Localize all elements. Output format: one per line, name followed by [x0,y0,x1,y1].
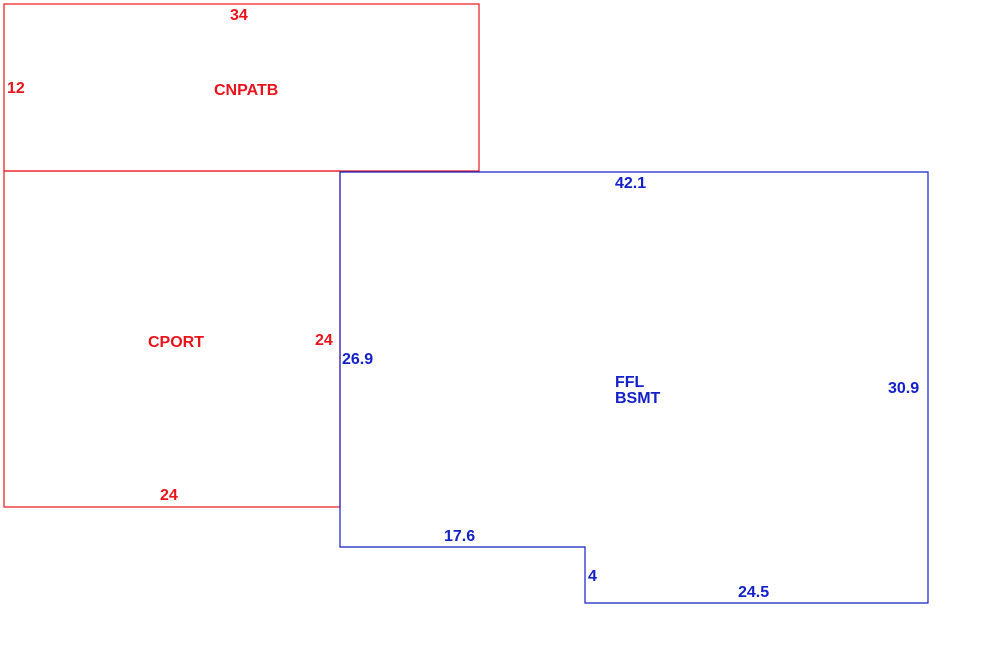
main-area-label-line1: FFL [615,374,645,391]
main-step-dimension: 4 [588,568,597,585]
main-left-dimension: 26.9 [342,351,373,368]
cport-right-dimension: 24 [315,332,333,349]
cnpatb-area-label: CNPATB [214,82,278,99]
main-bottom-left-dimension: 17.6 [444,528,475,545]
cport-area-label: CPORT [148,334,204,351]
cnpatb-top-dimension: 34 [230,7,248,24]
main-area-label-line2: BSMT [615,390,661,407]
main-area-outline [339,171,929,604]
main-right-dimension: 30.9 [888,380,919,397]
cnpatb-left-dimension: 12 [7,80,25,97]
main-top-dimension: 42.1 [615,175,646,192]
main-bottom-right-dimension: 24.5 [738,584,769,601]
cport-bottom-dimension: 24 [160,487,178,504]
